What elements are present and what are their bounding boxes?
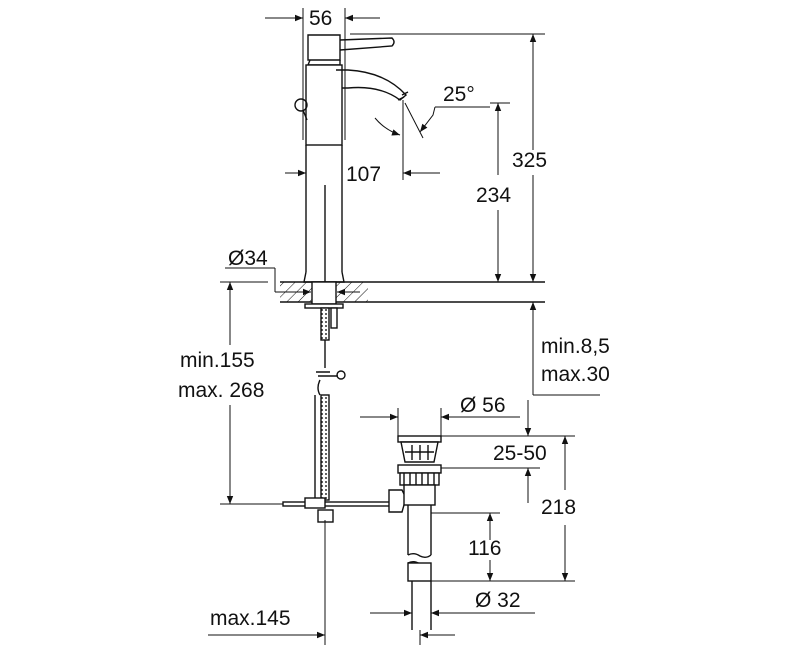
flex-hose: [314, 307, 346, 523]
dim-hose-min: min.155: [180, 349, 255, 372]
dim-waste-height: 218: [541, 496, 577, 519]
dim-hose-max: max. 268: [178, 379, 265, 402]
dim-base-diameter: Ø34: [228, 247, 268, 270]
dim-spout-angle: 25°: [443, 83, 475, 106]
dim-spout-reach: 107: [346, 163, 382, 186]
dim-deck-max: max.30: [541, 363, 610, 386]
dim-rod-offset: max.145: [210, 607, 291, 630]
dim-waste-top-diameter: Ø 56: [460, 394, 506, 417]
dim-waste-adjust: 25-50: [493, 442, 547, 465]
faucet-body: [294, 34, 409, 283]
dim-lever-width: 56: [309, 7, 333, 30]
dim-total-height: 325: [512, 149, 548, 172]
dim-spout-height: 234: [476, 184, 512, 207]
dim-deck-min: min.8,5: [541, 335, 610, 358]
dim-waste-tail: 116: [468, 537, 502, 560]
deck-section: [280, 281, 545, 309]
dim-waste-outlet-diameter: Ø 32: [475, 589, 521, 612]
pull-rod: [282, 489, 407, 513]
popup-waste: [397, 435, 442, 630]
